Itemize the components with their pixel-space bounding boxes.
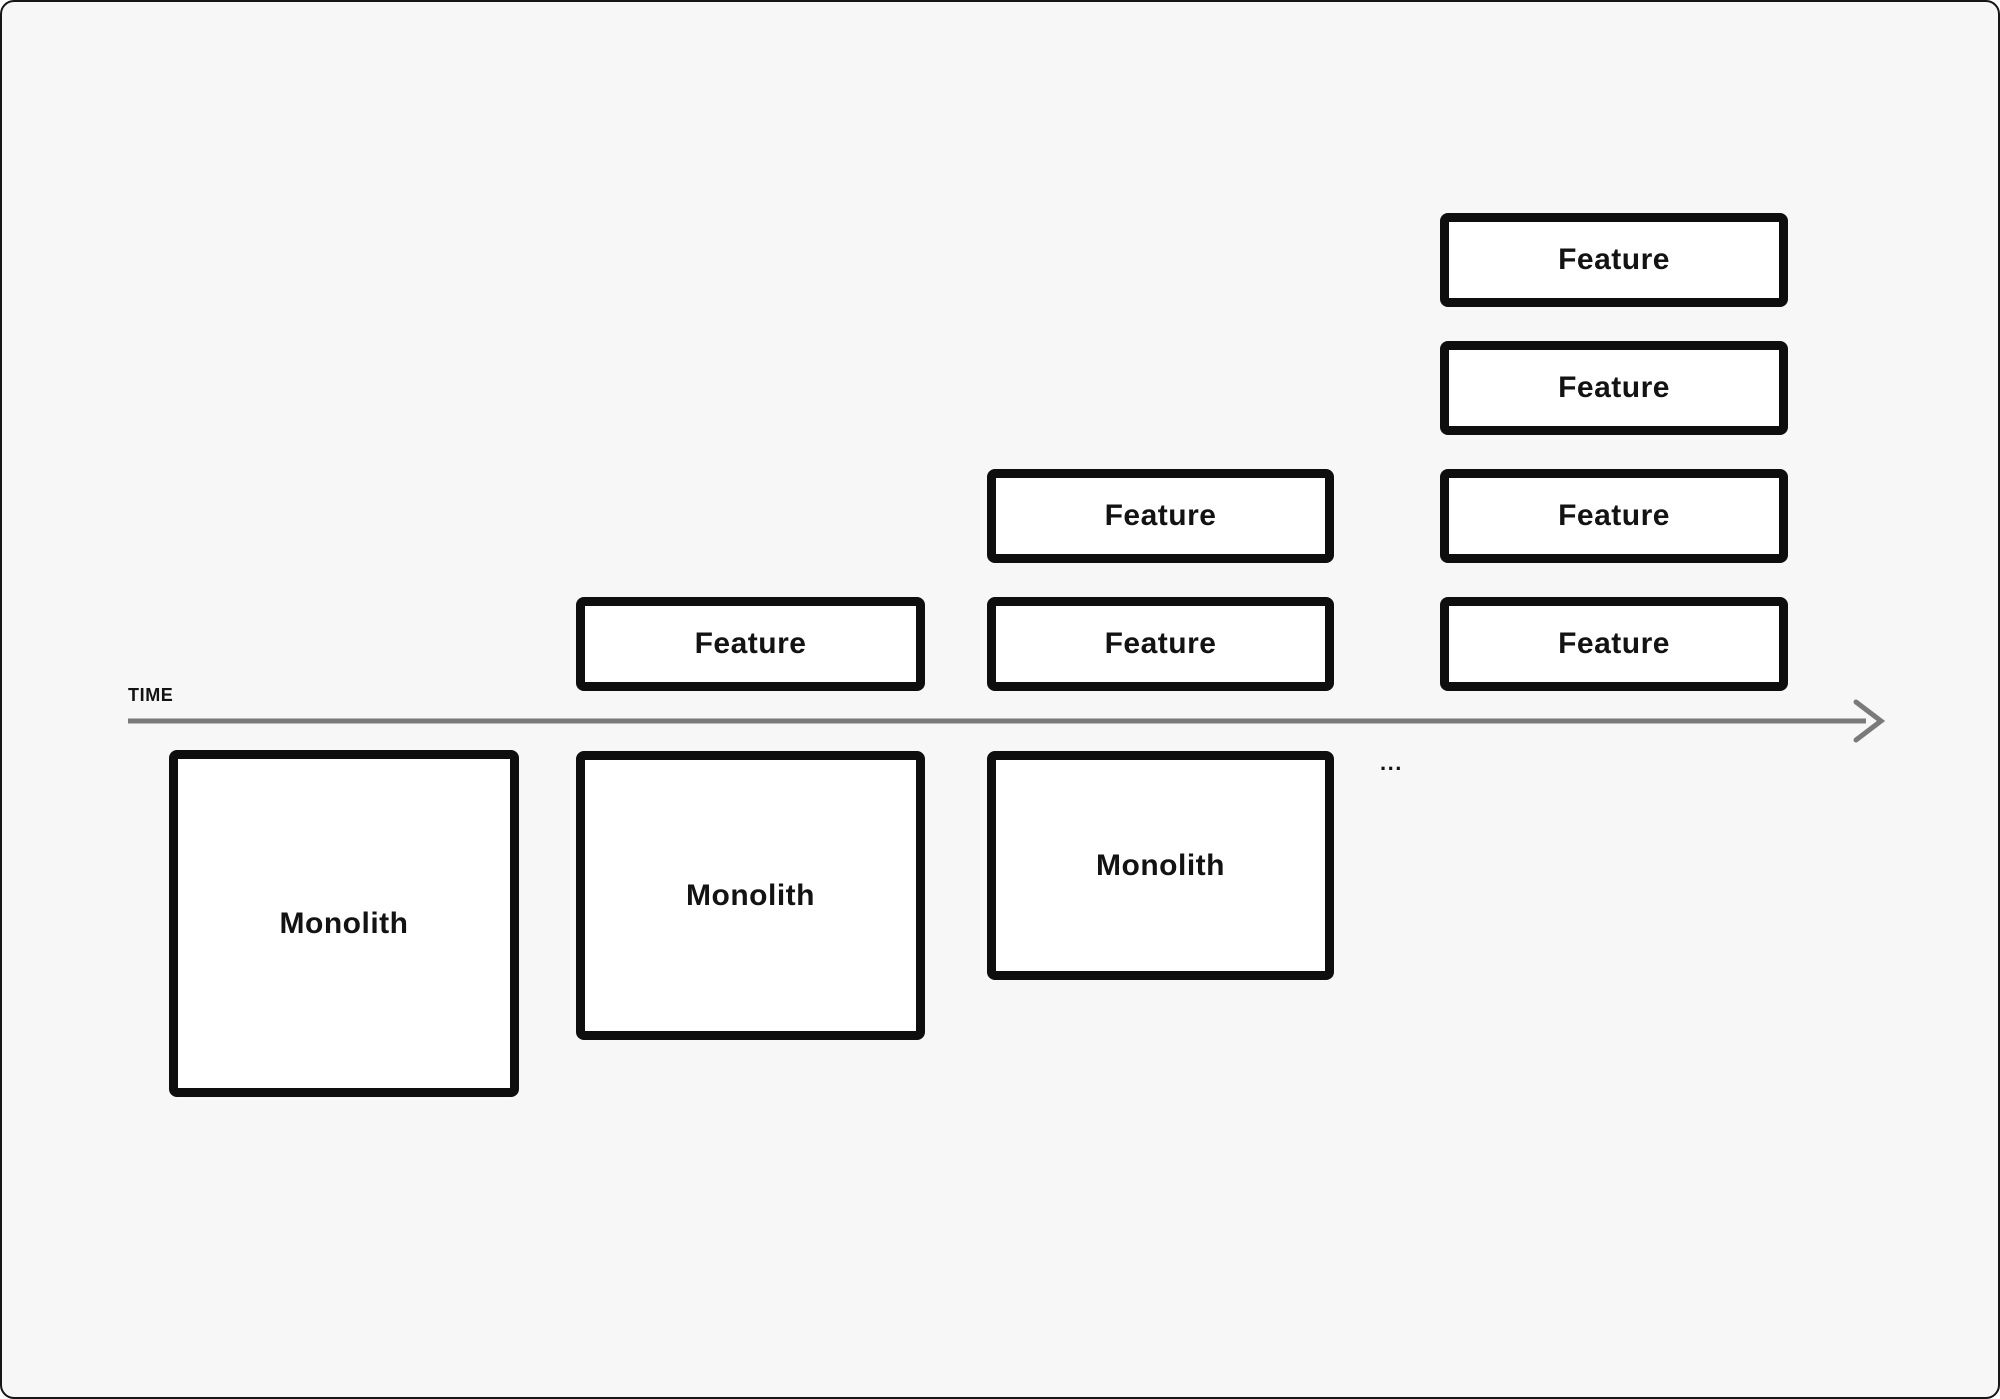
monolith-box: Monolith	[576, 751, 925, 1040]
feature-box: Feature	[1440, 213, 1788, 307]
continuation-ellipsis: ...	[1380, 750, 1403, 775]
feature-box: Feature	[1440, 469, 1788, 563]
feature-box: Feature	[576, 597, 925, 691]
monolith-box: Monolith	[169, 750, 519, 1097]
feature-box: Feature	[1440, 341, 1788, 435]
monolith-box: Monolith	[987, 751, 1334, 980]
time-axis-arrowhead-icon	[1853, 699, 1886, 743]
feature-box: Feature	[1440, 597, 1788, 691]
time-axis-label: TIME	[128, 685, 174, 705]
feature-box: Feature	[987, 597, 1334, 691]
feature-box: Feature	[987, 469, 1334, 563]
